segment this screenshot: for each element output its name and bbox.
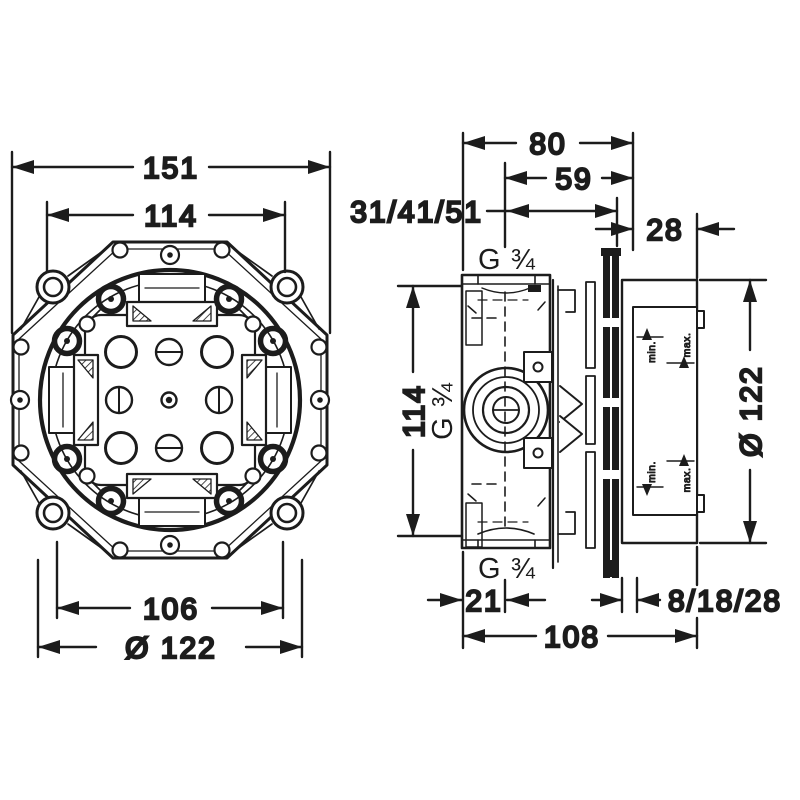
- dim-side-height: 114: [398, 384, 431, 438]
- body-hidden-lines: [471, 291, 529, 531]
- marker-min-top: min.: [646, 341, 658, 363]
- dim-lower-width: 106: [143, 593, 199, 626]
- ear-hole: [276, 276, 298, 298]
- thread-labels: G ¾ G ¾ G ¾: [427, 244, 536, 585]
- side-view: min. max. min. max.: [460, 248, 705, 578]
- marker-max-top: max.: [681, 333, 693, 358]
- body-outline: [460, 273, 552, 550]
- mounting-ears: [35, 269, 305, 531]
- body-cast-ticks: [467, 301, 546, 507]
- dim-wall-distance-options: 8/18/28: [668, 585, 782, 618]
- screw-bosses: [51, 283, 289, 517]
- flange-plates: [601, 248, 621, 578]
- dim-depth-inner: 59: [555, 163, 592, 196]
- side-port-boss: [462, 366, 550, 454]
- thread-label-top: G ¾: [478, 244, 536, 276]
- thread-label-side: G ¾: [427, 382, 459, 440]
- side-view-dimensions: 80 59 31/41/51 28 114 Ø 122: [349, 127, 782, 655]
- rim-outer-circle: [37, 267, 303, 533]
- sleeve-parts: [551, 278, 596, 570]
- dim-cover-depth: 28: [646, 214, 683, 247]
- port-hole-grid: [104, 335, 234, 465]
- dim-side-diameter: Ø 122: [735, 365, 768, 457]
- dim-total-depth: 108: [544, 621, 600, 654]
- diagonal-holes: [78, 315, 262, 485]
- front-view: [9, 240, 331, 560]
- clamp-brackets: [48, 273, 292, 527]
- min-max-markers: min. max. min. max.: [636, 328, 695, 496]
- marker-min-bottom: min.: [646, 461, 658, 483]
- ear-hole: [42, 502, 64, 524]
- marker-max-bottom: max.: [681, 468, 693, 493]
- ear-hole: [42, 276, 64, 298]
- dim-overall-width: 151: [143, 152, 199, 185]
- dim-front-diameter: Ø 122: [125, 632, 217, 665]
- dim-depth-overall: 80: [529, 128, 566, 161]
- dim-install-depth-options: 31/41/51: [350, 196, 483, 229]
- thread-label-bottom: G ¾: [478, 553, 536, 585]
- dim-inner-width: 114: [144, 200, 198, 233]
- dim-bottom-offset: 21: [465, 585, 502, 618]
- front-view-dimensions: 151 114 106 Ø 122: [10, 150, 332, 666]
- body-tabs: [523, 351, 553, 469]
- protection-cover: min. max. min. max.: [620, 278, 705, 545]
- edge-screw-holes: [9, 241, 331, 559]
- ear-hole: [276, 502, 298, 524]
